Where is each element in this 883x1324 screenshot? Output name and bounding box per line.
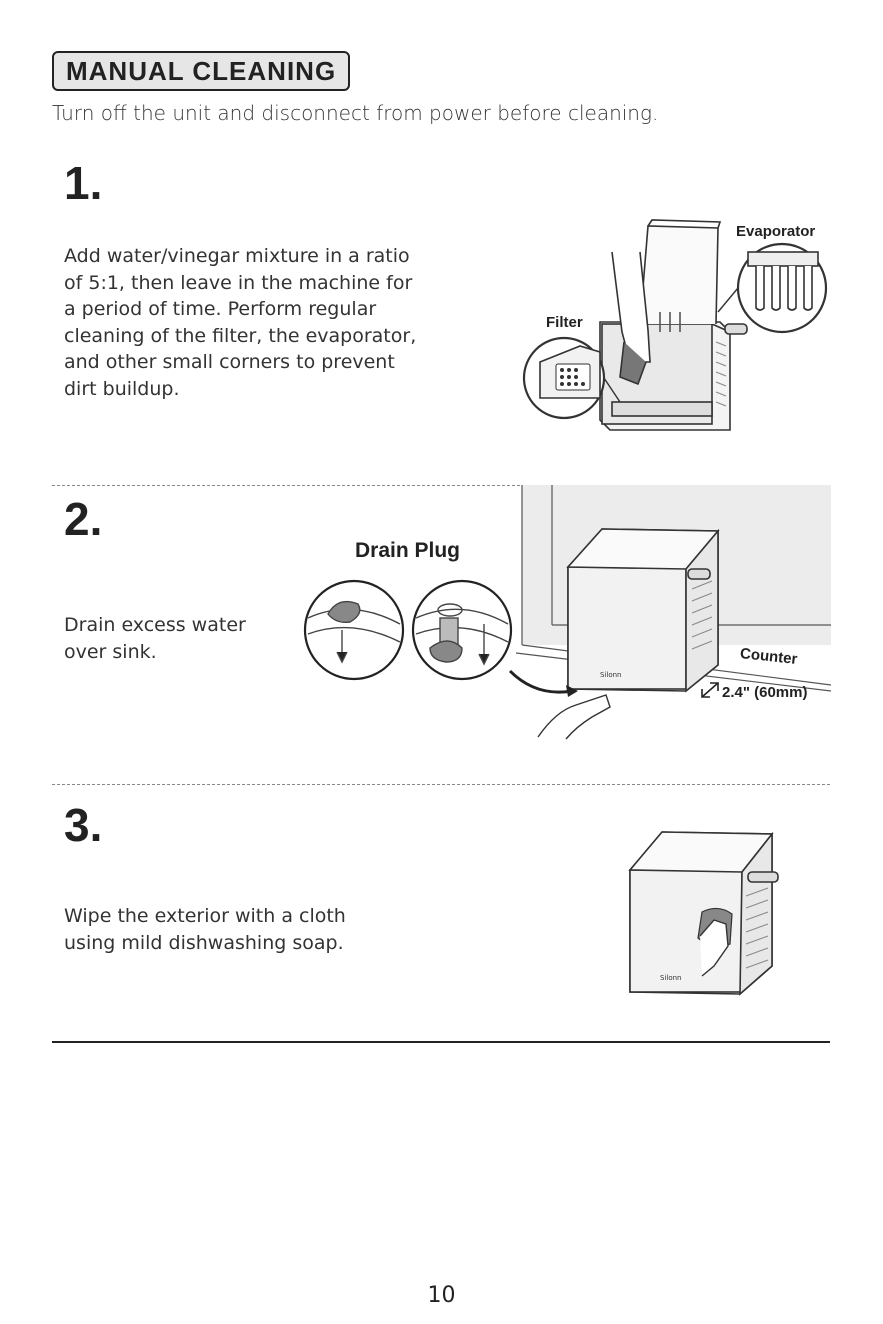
filter-label: Filter [546,314,583,331]
step-1-line: and other small corners to prevent [64,351,395,373]
step-3-line: using mild dishwashing soap. [64,931,344,954]
step-1-number: 1. [64,157,103,209]
step-1-line: dirt buildup. [64,377,180,400]
step-1-line: cleaning of the filter, the evaporator, [64,324,417,347]
evaporator-label: Evaporator [736,223,816,240]
section-divider [52,485,830,486]
step-3-number: 3. [64,799,103,851]
step-1-line: of 5:1, then leave in the machine for [64,271,413,294]
step-3-line: Wipe the exterior with a cloth [64,905,346,927]
step-1-line: Add water/vinegar mixture in a ratio [64,245,410,267]
step-1-line: a period of time. Perform regular [64,298,377,320]
step-3-text: Wipe the exterior with a cloth using mil… [64,903,346,956]
step-3-illustration: Silonn [628,831,779,996]
drain-plug-label: Drain Plug [355,539,461,562]
intro-text: Turn off the unit and disconnect from po… [52,101,659,125]
step-1-illustration [522,219,828,431]
step-2-line: over sink. [64,640,157,663]
drain-plug-illustration [303,579,513,681]
brand-mark: Silonn [660,974,682,982]
step-2-number: 2. [64,493,103,545]
section-title: MANUAL CLEANING [52,51,351,91]
step-2-illustration: Silonn [508,485,831,740]
clearance-label: 2.4" (60mm) [722,684,808,701]
section-divider [52,784,830,785]
brand-mark: Silonn [600,671,622,679]
page-number: 10 [427,1283,456,1308]
step-1-text: Add water/vinegar mixture in a ratio of … [64,243,416,402]
step-2-line: Drain excess water [64,614,246,636]
step-2-text: Drain excess water over sink. [64,612,246,665]
footer-rule [52,1041,830,1043]
